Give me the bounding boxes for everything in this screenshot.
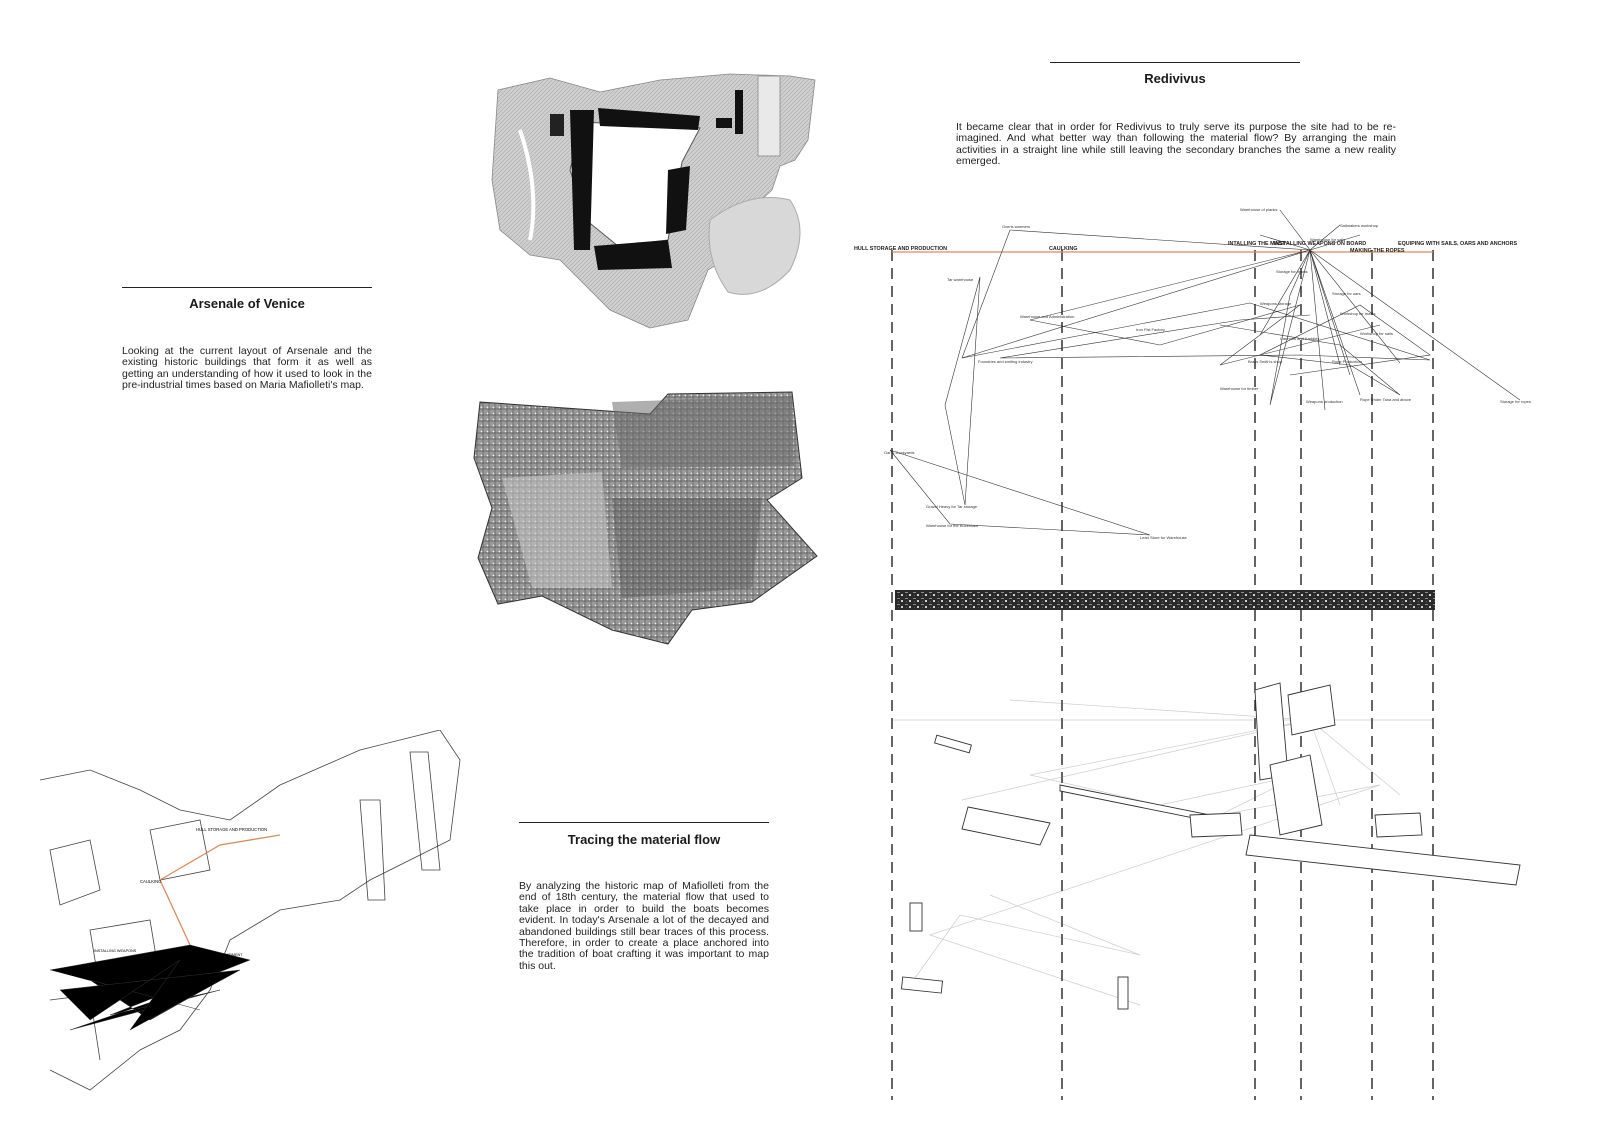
node-label: Workshop for sails (1360, 331, 1393, 336)
overlay-building (1189, 812, 1243, 838)
node-label: Ovens warmers (1002, 224, 1030, 229)
overlay-building (961, 806, 1051, 846)
node-label: Storage for ropes (1500, 399, 1531, 404)
plan-canal (518, 129, 536, 241)
context-flow-line (159, 834, 281, 881)
node-label: Storage for masts (1276, 269, 1308, 274)
tracing-paragraph: By analyzing the historic map of Mafioll… (519, 880, 769, 972)
overlay-buildings (900, 682, 1521, 1010)
plan-building-west (570, 110, 594, 250)
node-label: Brass Smith's shop (1248, 359, 1283, 364)
node-label: Warehouse and Administration (1020, 314, 1074, 319)
historic-map-courtyard (502, 472, 612, 588)
node-label: Gravel Heavy for Tar storage (926, 504, 978, 509)
arsenale-body: Looking at the current layout of Arsenal… (122, 345, 372, 392)
plan-dock (757, 75, 781, 157)
node-label: Workshop for masts (1340, 311, 1376, 316)
node-label: Warehouse for the Bucentaur (926, 523, 979, 528)
stage-label-hull: HULL STORAGE AND PRODUCTION (854, 246, 947, 252)
node-label: Weapons production (1306, 399, 1343, 404)
node-label: Oar & Dockyards (884, 450, 914, 455)
redivivus-body: It became clear that in order for Redivi… (956, 121, 1396, 168)
stage-label-weapons: INSTALLING WEAPONS ON BOARD (1274, 241, 1366, 247)
plan-building-east (666, 166, 690, 234)
historic-map-shipyard (612, 396, 794, 468)
overlay-building (1117, 976, 1129, 1010)
overlay-building (1245, 834, 1521, 886)
plan-building-dock (735, 90, 743, 134)
tracing-body: By analyzing the historic map of Mafioll… (519, 880, 769, 972)
node-label: Cannons and Kaddies (1280, 336, 1319, 341)
stage-label-mast: INTALLING THE MAST (1228, 241, 1286, 247)
plan-building-north (598, 108, 700, 130)
flow-connections (889, 209, 1521, 536)
node-label: Rope Production (1332, 359, 1362, 364)
node-label: Warehouse for timber (1220, 386, 1259, 391)
node-label: Weapons storage (1260, 301, 1292, 306)
context-label-hull: HULL STORAGE AND PRODUCTION (196, 827, 267, 832)
tracing-title: Tracing the material flow (567, 832, 721, 847)
node-label: Tar warehouse (947, 277, 974, 282)
material-flow-context-map: HULL STORAGE AND PRODUCTION CAULKING INS… (39, 730, 461, 1091)
stage-label-sails: EQUIPING WITH SAILS, OARS AND ANCHORS (1398, 241, 1518, 247)
plan-building-small-2 (550, 114, 564, 136)
plan-building-south (594, 240, 672, 270)
overlay-building (1287, 684, 1336, 736)
arsenale-title: Arsenale of Venice (189, 296, 305, 311)
arsenale-paragraph: Looking at the current layout of Arsenal… (122, 345, 372, 392)
node-label: Warehouse for sails (1310, 237, 1345, 242)
overlay-building (909, 902, 923, 932)
arsenale-site-plan (491, 73, 816, 329)
overlay-building (1374, 812, 1423, 838)
redivivus-title: Redivivus (1144, 71, 1206, 86)
historic-map-docks (612, 498, 762, 598)
section-rule-arsenale (122, 287, 372, 288)
node-label: Rope Under Tana and above (1360, 397, 1412, 402)
node-label: Storage for oars (1332, 291, 1361, 296)
plan-building-small (716, 118, 732, 128)
node-label: Warehouse of planks (1240, 207, 1277, 212)
overlay-building (934, 734, 972, 754)
context-flow-line (159, 879, 191, 946)
overlay-building (900, 976, 944, 994)
context-label-weapons: INSTALLING WEAPONS (94, 949, 137, 953)
plan-island (708, 197, 801, 295)
section-rule-tracing (519, 822, 769, 823)
stage-label-ropes: MAKING THE ROPES (1350, 248, 1405, 254)
context-label-caulking: CAULKING (140, 879, 161, 884)
section-rule-redivivus (1050, 62, 1300, 63)
redivivus-flow-diagram: HULL STORAGE AND PRODUCTION CAULKING INT… (854, 207, 1531, 1100)
redivivus-paragraph: It became clear that in order for Redivi… (956, 121, 1396, 168)
node-label: Iron Fist Factory (1136, 327, 1165, 332)
node-label: Sailmakers workshop (1340, 223, 1379, 228)
mafiolleti-historic-map (473, 391, 818, 645)
overlay-building (1269, 754, 1323, 836)
node-label: Lead Store for Warehouse (1140, 535, 1188, 540)
node-label: Foundries and smiting industry (978, 359, 1032, 364)
stage-label-caulking: CAULKING (1049, 246, 1077, 252)
site-photo-strip (895, 590, 1435, 610)
context-label-equipment: EQUIPMENT (220, 953, 243, 957)
